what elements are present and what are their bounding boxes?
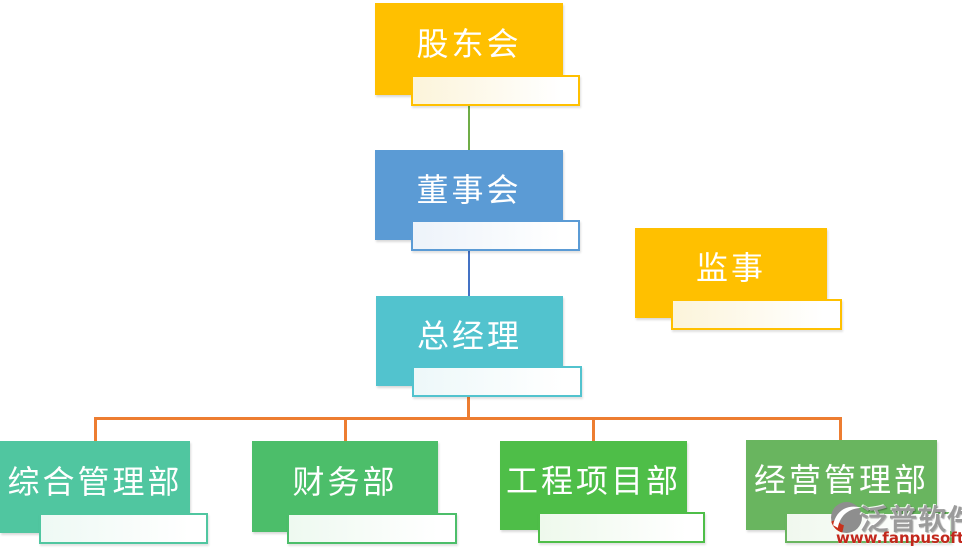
node-label: 综合管理部 [7, 463, 183, 501]
node-label: 股东会 [416, 25, 522, 63]
connector-shareholders-to-board [468, 106, 470, 152]
connector-general-manager-to-dept-finance [344, 419, 347, 442]
connector-general-manager-to-dept-operations-management [839, 419, 842, 441]
watermark-brand-text: 泛普软件 [860, 503, 962, 536]
node-label: 财务部 [292, 462, 398, 501]
connector-general-manager-to-dept-general-admin [94, 419, 97, 442]
node-label: 经营管理部 [753, 461, 929, 499]
node-subtitle-box [411, 75, 580, 106]
node-label: 董事会 [416, 171, 522, 209]
watermark-url-text: www.fanpusoft.com [836, 529, 962, 547]
connector-board-to-general-manager [468, 251, 470, 297]
node-subtitle-box [785, 512, 952, 543]
node-subtitle-box [412, 366, 582, 397]
node-subtitle-box [39, 513, 208, 544]
node-subtitle-box [538, 512, 705, 543]
connector-general-manager-to-dept-engineering-projects [592, 419, 595, 442]
connector-general-manager-to-dept-general-admin [467, 397, 470, 418]
node-subtitle-box [671, 299, 842, 330]
node-label: 监事 [695, 249, 766, 287]
fanpu-logo-icon [831, 502, 862, 533]
node-subtitle-box [411, 220, 580, 251]
node-label: 工程项目部 [505, 461, 681, 500]
node-subtitle-box [287, 513, 457, 544]
node-label: 总经理 [416, 317, 522, 355]
connector-general-manager-to-dept-general-admin [94, 417, 842, 420]
